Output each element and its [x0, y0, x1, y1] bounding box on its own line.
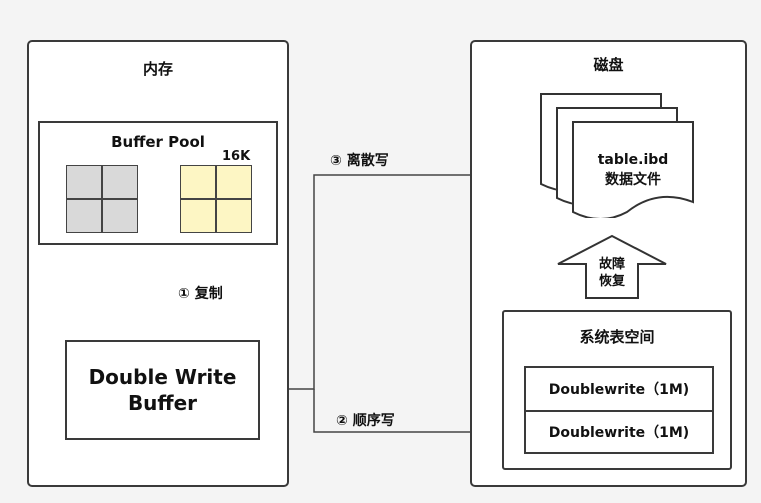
data-file-name: table.ibd: [597, 152, 669, 168]
double-write-label-line1: Double Write: [88, 365, 237, 389]
dirty-page-cell: [216, 165, 252, 199]
step-copy-label: ① 复制: [178, 286, 223, 302]
gray-page-cell: [102, 165, 138, 199]
gray-page-cell: [66, 165, 102, 199]
doublewrite-area: Doublewrite（1M) Doublewrite（1M): [524, 366, 714, 454]
system-tablespace-title: 系统表空间: [579, 328, 655, 346]
recovery-up-arrow-icon: [557, 234, 667, 299]
recovery-label: 故障 恢复: [586, 256, 638, 290]
double-write-label-line2: Buffer: [127, 391, 198, 415]
step-discrete-write-label: ③ 离散写: [330, 153, 389, 169]
recovery-label-line1: 故障: [598, 257, 625, 272]
doublewrite-row-1: Doublewrite（1M): [526, 368, 712, 412]
data-file-icon: [540, 93, 694, 218]
dirty-page-cell: [216, 199, 252, 233]
sequential-write-arrow: [313, 389, 525, 437]
data-file-label: table.ibd 数据文件: [573, 150, 693, 190]
doublewrite-row-2: Doublewrite（1M): [548, 425, 690, 441]
gray-page-cell: [66, 199, 102, 233]
recovery-label-line2: 恢复: [598, 274, 625, 289]
buffer-pool-title: Buffer Pool: [111, 133, 205, 151]
buffer-pool-box: Buffer Pool 16K: [38, 121, 278, 245]
dirty-page-cell: [180, 199, 216, 233]
disk-title: 磁盘: [593, 56, 624, 74]
double-write-buffer-box: Double Write Buffer: [65, 340, 260, 440]
dirty-page-cell: [180, 165, 216, 199]
gray-page-cell: [102, 199, 138, 233]
page-size-label: 16K: [222, 149, 251, 164]
dirty-pages-grid: [180, 165, 252, 233]
step-sequential-write-label: ② 顺序写: [336, 413, 395, 429]
memory-title: 内存: [142, 60, 173, 78]
data-file-desc: 数据文件: [605, 172, 661, 188]
gray-pages-grid: [66, 165, 138, 233]
